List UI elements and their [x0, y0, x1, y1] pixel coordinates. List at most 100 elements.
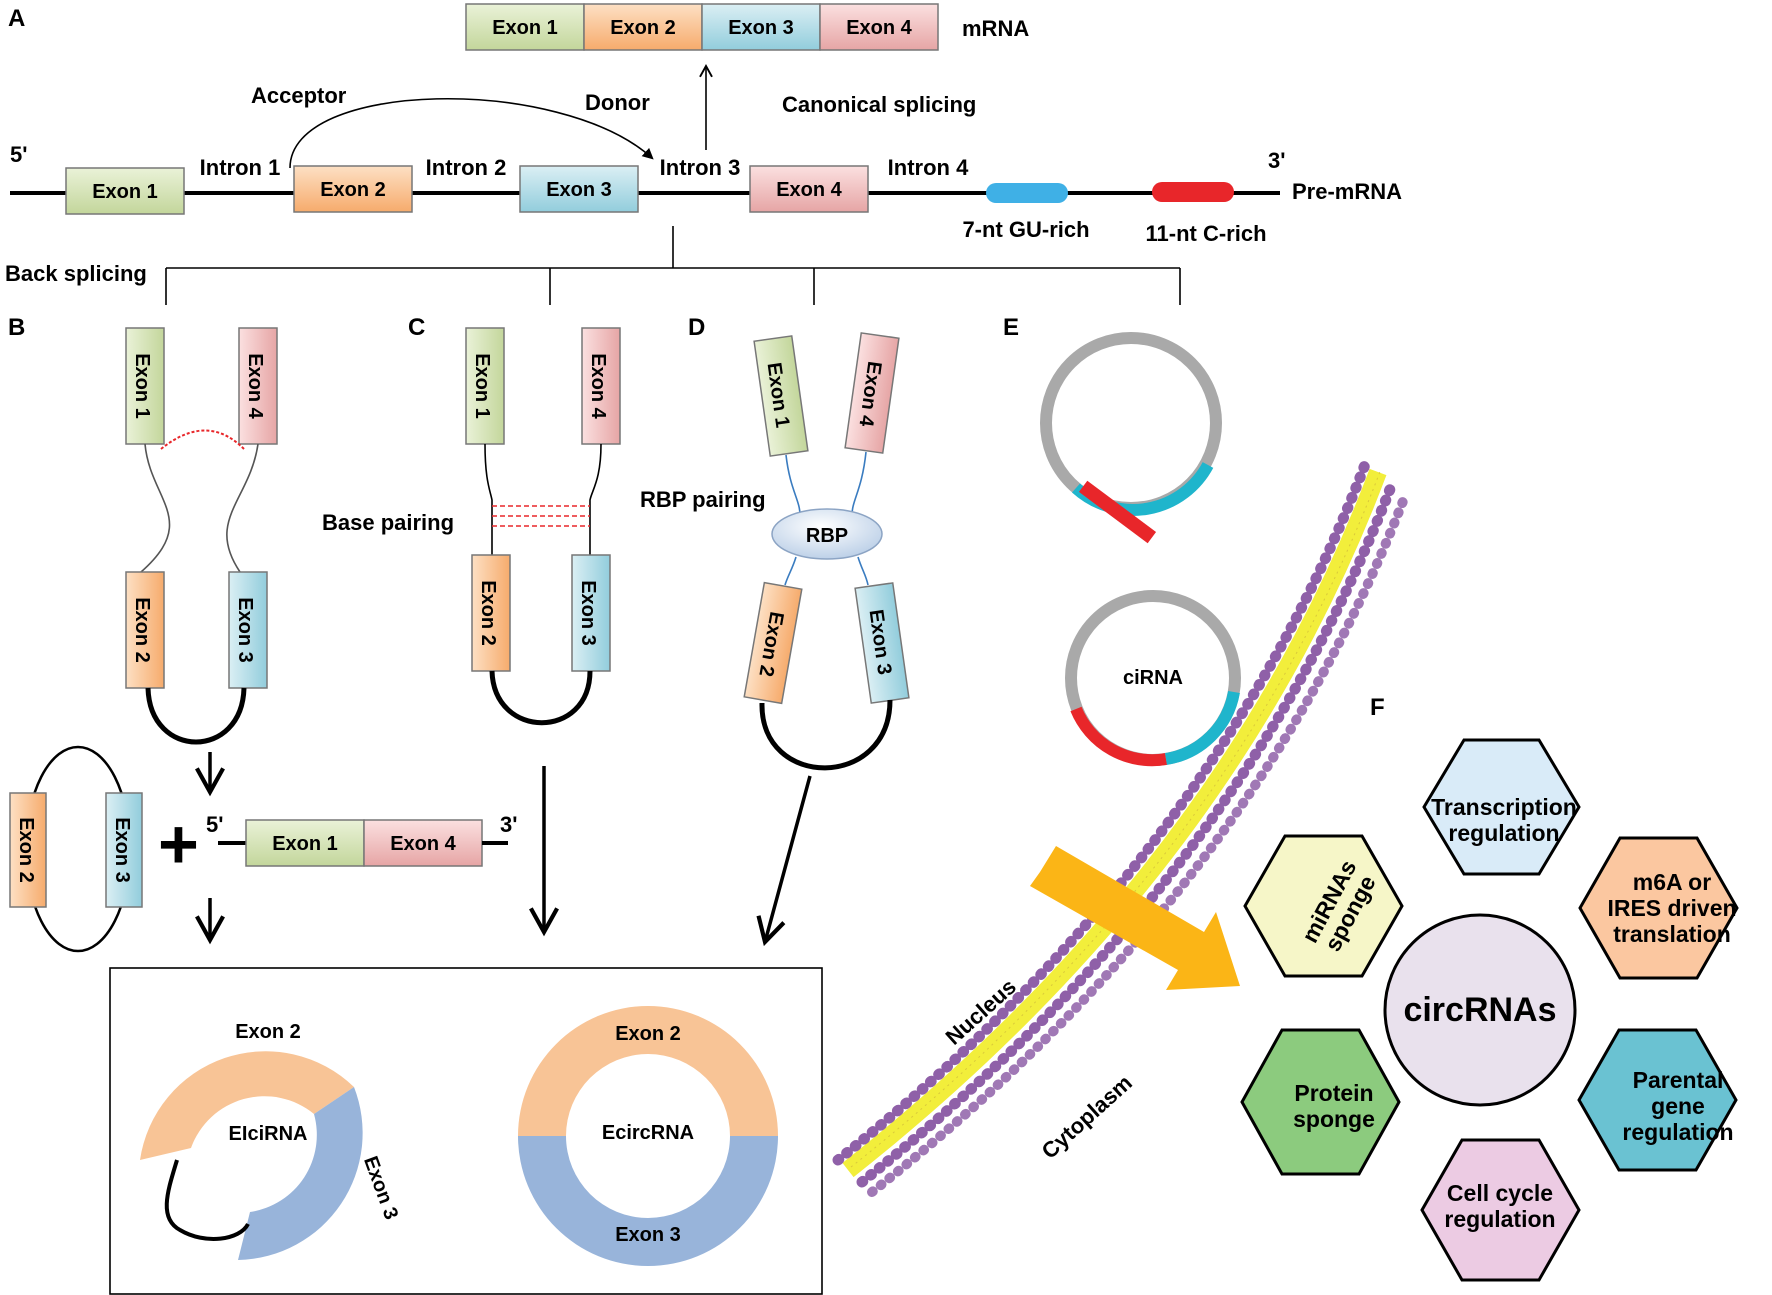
- three-prime-label: 3': [1268, 148, 1285, 173]
- pre-exon-4-label: Exon 4: [776, 179, 842, 201]
- ecircrna-exon-3-label: Exon 3: [615, 1224, 681, 1246]
- cirna: ciRNA: [1065, 590, 1241, 767]
- eicirna-intron-link: [164, 1159, 250, 1241]
- cirna-gu-segment: [1164, 690, 1240, 765]
- d-intron-right-bottom: [857, 556, 869, 586]
- base-pairing-label: Base pairing: [322, 510, 454, 535]
- c-exon-3-label: Exon 3: [577, 580, 599, 646]
- circrnas-center: [1383, 913, 1577, 1107]
- c-exon-4-label: Exon 4: [587, 353, 609, 419]
- mrna-exon-2: [583, 3, 703, 51]
- export-arrow: [1030, 846, 1240, 990]
- back-splice-arc: [289, 98, 654, 169]
- b-lariat-exon-2-label: Exon 2: [15, 817, 37, 883]
- panel-e: E ciRNA: [1003, 314, 1241, 767]
- products-box: Exon 2 Exon 3 EIciRNA Exon 2 Exon 3 Ecir…: [109, 967, 823, 1295]
- b-exon-3-label: Exon 3: [234, 597, 256, 663]
- c-intron-right: [589, 443, 602, 555]
- pre-exon-4: [749, 165, 869, 213]
- back-splicing-label: Back splicing: [5, 261, 147, 286]
- cirna-label: ciRNA: [1123, 667, 1183, 689]
- cirna-intermediate: [1040, 332, 1222, 544]
- pre-exon-2-label: Exon 2: [320, 179, 386, 201]
- gu-rich-element: [986, 183, 1068, 203]
- protein-line-1: Protein: [1294, 1080, 1373, 1106]
- membrane-outer-heads: [832, 456, 1372, 1166]
- mrna-label: mRNA: [962, 16, 1029, 41]
- ecircrna: Exon 2 Exon 3 EcircRNA: [518, 1006, 778, 1266]
- d-exon-2: [743, 581, 803, 705]
- parental-line-3: regulation: [1622, 1119, 1733, 1145]
- b-exon-2: [125, 571, 165, 689]
- pre-exon-3-label: Exon 3: [546, 179, 612, 201]
- b-linear-exon-1-label: Exon 1: [272, 833, 338, 855]
- rbp-label: RBP: [806, 525, 848, 547]
- panel-label-a: A: [8, 5, 25, 32]
- b-exon-2-label: Exon 2: [131, 597, 153, 663]
- mrna-exon-3-label: Exon 3: [728, 17, 794, 39]
- eicirna-label: EIciRNA: [229, 1123, 308, 1145]
- eicirna-exon-2-arc: [140, 1051, 354, 1160]
- cytoplasm-label: Cytoplasm: [1037, 1070, 1137, 1164]
- eicirna: Exon 2 Exon 3 EIciRNA: [140, 1021, 402, 1260]
- pre-exon-2: [293, 165, 413, 213]
- acceptor-label: Acceptor: [251, 83, 347, 108]
- d-intron-left-top: [785, 454, 801, 516]
- ecircrna-exon-2-arc: [518, 1006, 778, 1136]
- mature-mrna: Exon 1 Exon 2 Exon 3 Exon 4 mRNA: [465, 3, 1029, 51]
- b-lariat-exon-3: [105, 792, 143, 908]
- hex-transcription-regulation: [1422, 738, 1581, 876]
- b-exon-4-label: Exon 4: [244, 353, 266, 419]
- ecircrna-exon-3-arc: [518, 1136, 778, 1266]
- c-exon-4: [581, 327, 621, 445]
- pre-mrna: 5' 3' Pre-mRNA Exon 1 Exon 2 Exon 3 Exon…: [10, 142, 1402, 246]
- b-junction-link: [160, 429, 245, 450]
- products-frame: [109, 967, 823, 1295]
- hex-m6a-ires-translation: [1578, 836, 1739, 980]
- mrna-exon-4: [819, 3, 939, 51]
- ecircrna-exon-2-label: Exon 2: [615, 1023, 681, 1045]
- membrane-second-layer-heads: [867, 491, 1410, 1197]
- c-exon-2-label: Exon 2: [477, 580, 499, 646]
- c-exon-1-label: Exon 1: [471, 353, 493, 419]
- b-five-prime-label: 5': [206, 812, 223, 837]
- c-exon-2: [471, 554, 511, 672]
- circrnas-center-label: circRNAs: [1403, 991, 1556, 1029]
- parental-line-1: Parental: [1633, 1067, 1724, 1093]
- pre-exon-3: [519, 165, 639, 213]
- mrna-exon-1-label: Exon 1: [492, 17, 558, 39]
- cellcycle-line-1: Cell cycle: [1447, 1180, 1553, 1206]
- panel-a: A Exon 1 Exon 2 Exon 3 Exon 4 mRNA Canon…: [5, 3, 1402, 305]
- plus-sign: +: [158, 805, 199, 883]
- b-three-prime-label: 3': [500, 812, 517, 837]
- c-rich-label: 11-nt C-rich: [1145, 221, 1266, 246]
- parental-line-2: gene: [1651, 1093, 1705, 1119]
- intron-1-label: Intron 1: [200, 155, 281, 180]
- d-exon-4: [844, 332, 900, 454]
- donor-label: Donor: [585, 90, 650, 115]
- d-intron-right-top: [851, 451, 867, 516]
- b-intron-left: [140, 443, 171, 573]
- mrna-exon-4-label: Exon 4: [846, 17, 912, 39]
- b-exon-1-label: Exon 1: [131, 353, 153, 419]
- panel-label-d: D: [688, 314, 705, 341]
- transcription-line-2: regulation: [1448, 820, 1559, 846]
- c-exon-1: [465, 327, 505, 445]
- hex-cell-cycle-regulation: [1420, 1138, 1581, 1282]
- panel-label-f: F: [1370, 694, 1385, 721]
- b-linear-exon-4: [363, 819, 483, 867]
- protein-line-2: sponge: [1293, 1106, 1375, 1132]
- b-exon-3: [228, 571, 268, 689]
- pre-exon-1-label: Exon 1: [92, 181, 158, 203]
- mrna-exon-2-label: Exon 2: [610, 17, 676, 39]
- cellcycle-line-2: regulation: [1444, 1206, 1555, 1232]
- back-splicing-bracket: [165, 226, 1181, 305]
- eicirna-exon-2-label: Exon 2: [235, 1021, 301, 1043]
- panel-label-b: B: [8, 314, 25, 341]
- translation-line-3: translation: [1613, 921, 1731, 947]
- b-intron-right: [226, 443, 259, 573]
- b-exon-loop: [145, 687, 247, 745]
- ecircrna-label: EcircRNA: [602, 1122, 694, 1144]
- b-exon-1: [125, 327, 165, 445]
